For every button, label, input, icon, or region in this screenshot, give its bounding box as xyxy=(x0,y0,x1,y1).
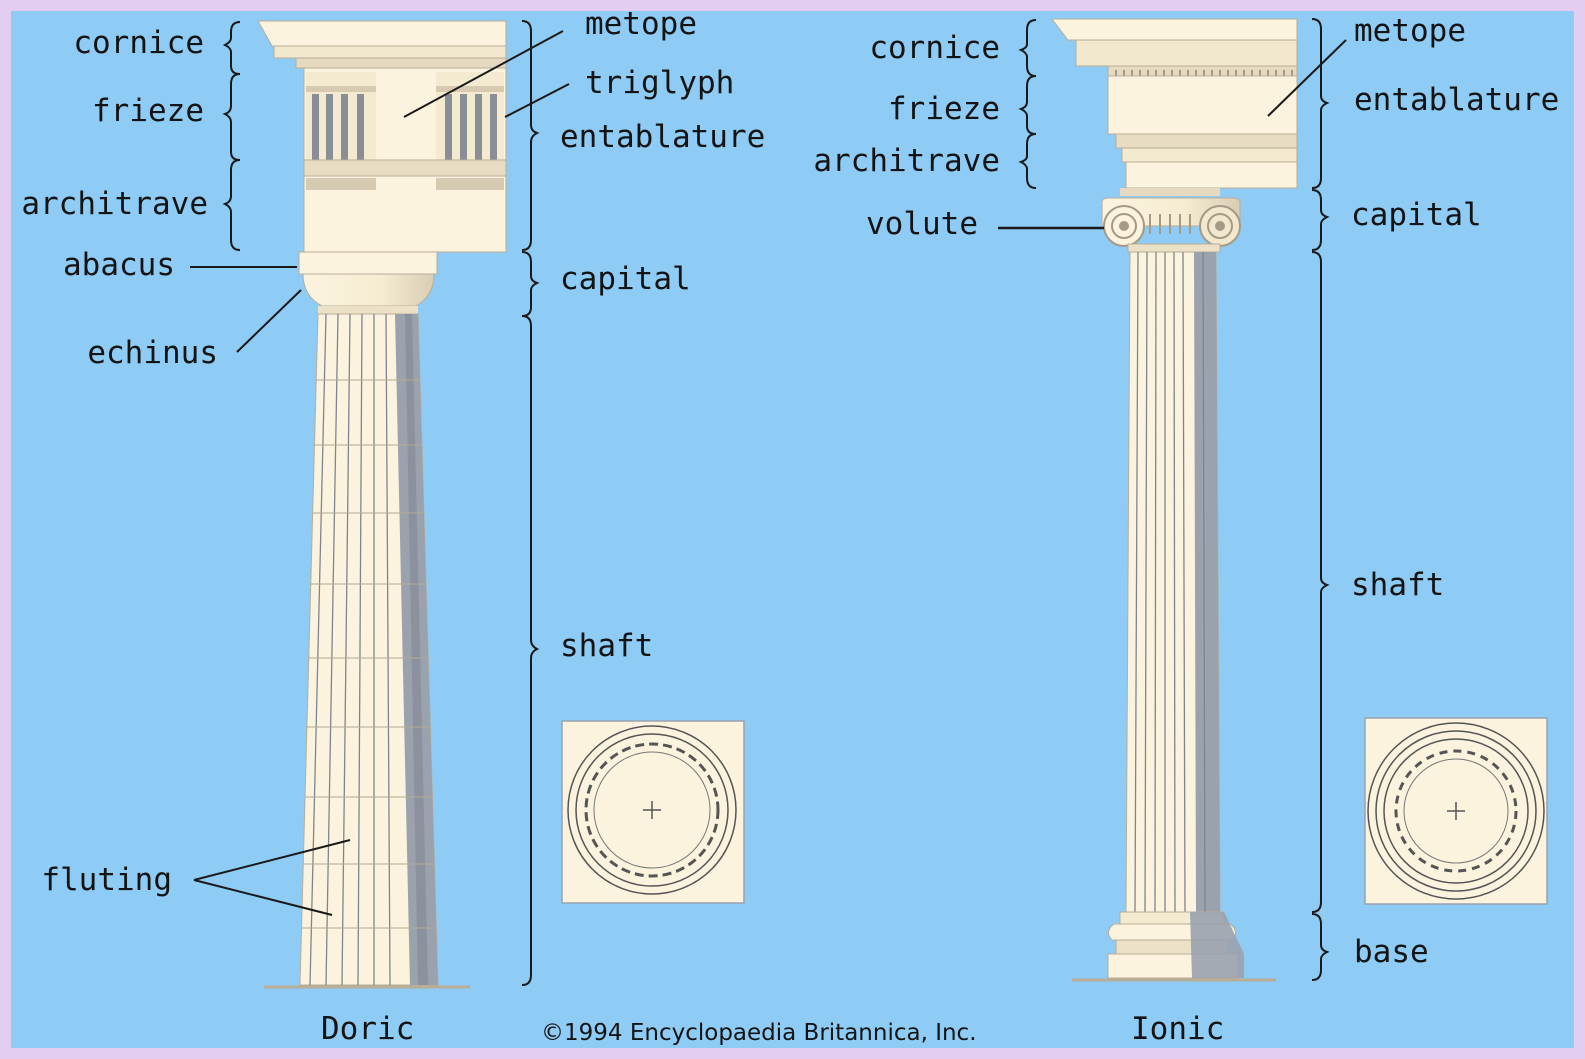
ionic-base xyxy=(1108,912,1244,978)
doric-label-echinus: echinus xyxy=(40,338,218,369)
doric-label-architrave: architrave xyxy=(14,189,208,220)
ionic-label-metope: metope xyxy=(1354,16,1466,47)
ionic-title: Ionic xyxy=(1131,1014,1224,1045)
ionic-volute-right xyxy=(1200,206,1240,246)
doric-label-metope: metope xyxy=(585,9,697,40)
ionic-plan-section xyxy=(1365,718,1547,904)
doric-metope xyxy=(378,72,434,168)
ionic-architrave xyxy=(1116,134,1297,188)
doric-label-cornice: cornice xyxy=(40,28,204,59)
doric-architrave xyxy=(304,176,506,252)
ionic-label-entablature: entablature xyxy=(1354,85,1559,116)
ionic-label-volute: volute xyxy=(830,209,978,240)
doric-label-shaft: shaft xyxy=(560,631,653,662)
doric-label-fluting: fluting xyxy=(20,865,172,896)
doric-abacus xyxy=(299,252,437,274)
doric-label-entablature: entablature xyxy=(560,122,765,153)
ionic-frieze xyxy=(1108,76,1297,134)
ionic-volute-left xyxy=(1104,206,1144,246)
doric-shaft xyxy=(300,314,438,985)
doric-plan-section xyxy=(562,721,744,903)
ionic-label-architrave: architrave xyxy=(806,146,1000,177)
ionic-label-capital: capital xyxy=(1351,200,1482,231)
ionic-label-cornice: cornice xyxy=(830,33,1000,64)
ionic-label-shaft: shaft xyxy=(1351,570,1444,601)
doric-echinus xyxy=(303,274,434,306)
ionic-label-base: base xyxy=(1354,937,1429,968)
copyright-notice: ©1994 Encyclopaedia Britannica, Inc. xyxy=(541,1022,977,1045)
doric-frieze xyxy=(304,68,506,176)
doric-label-capital: capital xyxy=(560,264,691,295)
doric-triglyph-right xyxy=(436,72,504,162)
doric-title: Doric xyxy=(321,1014,414,1045)
doric-label-abacus: abacus xyxy=(20,250,175,281)
doric-label-triglyph: triglyph xyxy=(585,68,734,99)
doric-label-frieze: frieze xyxy=(40,96,204,127)
ionic-label-frieze: frieze xyxy=(830,94,1000,125)
ionic-shaft xyxy=(1126,252,1220,912)
doric-triglyph-left xyxy=(306,72,376,162)
